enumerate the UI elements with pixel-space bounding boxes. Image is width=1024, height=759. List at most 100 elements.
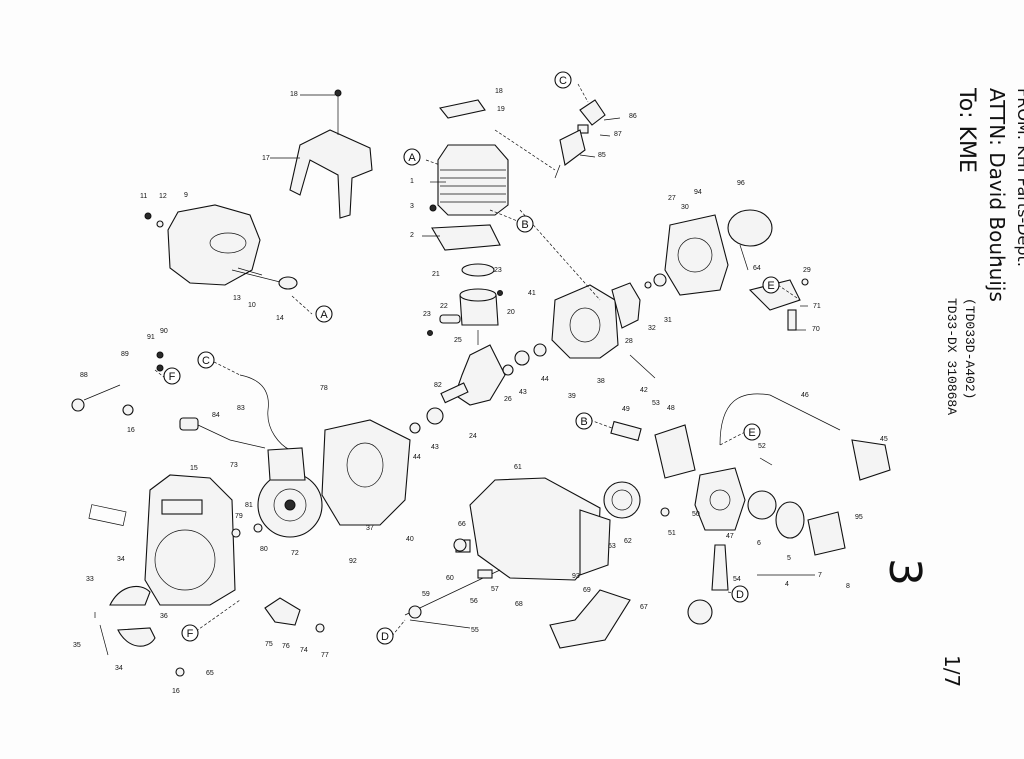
part-callout-31: 31 — [664, 317, 672, 324]
part-callout-60: 60 — [446, 575, 454, 582]
ref-letter-a: A — [315, 305, 333, 323]
part-callout-53: 53 — [652, 400, 660, 407]
part-callout-57: 57 — [491, 586, 499, 593]
part-callout-61: 61 — [514, 464, 522, 471]
part-callout-88: 88 — [80, 372, 88, 379]
part-callout-38: 38 — [597, 378, 605, 385]
part-callout-69: 69 — [583, 587, 591, 594]
part-callout-81: 81 — [245, 502, 253, 509]
piston-assembly — [427, 263, 503, 336]
part-callout-80: 80 — [260, 546, 268, 553]
engine-bracket — [289, 89, 373, 219]
part-callout-25: 25 — [454, 337, 462, 344]
part-callout-48: 48 — [667, 405, 675, 412]
part-callout-71: 71 — [813, 303, 821, 310]
part-callout-89: 89 — [121, 351, 129, 358]
part-callout-26: 26 — [504, 396, 512, 403]
ref-letter-c: C — [554, 71, 572, 89]
part-callout-67: 67 — [640, 604, 648, 611]
part-callout-54: 54 — [733, 576, 741, 583]
part-callout-5: 5 — [787, 555, 791, 562]
air-filter — [603, 481, 641, 519]
fuel-line — [404, 569, 501, 619]
ref-text: D — [381, 631, 389, 643]
part-callout-33: 33 — [86, 576, 94, 583]
part-callout-63: 63 — [608, 543, 616, 550]
crankcase — [551, 282, 641, 359]
dot-mark — [998, 262, 1002, 266]
ref-letter-d: D — [376, 627, 394, 645]
ref-circle — [376, 627, 394, 645]
part-callout-78: 78 — [320, 385, 328, 392]
page-number: 3 — [879, 558, 930, 586]
part-callout-8: 8 — [846, 583, 850, 590]
part-callout-56: 56 — [470, 598, 478, 605]
fax-from: FROM: KHI Parts-Dept. — [1014, 88, 1024, 267]
part-callout-65: 65 — [206, 670, 214, 677]
tank-strap — [549, 589, 631, 649]
part-callout-83: 83 — [237, 405, 245, 412]
part-callout-34: 34 — [117, 556, 125, 563]
part-callout-21: 21 — [432, 271, 440, 278]
part-callout-23: 23 — [494, 267, 502, 274]
part-callout-16: 16 — [172, 688, 180, 695]
part-callout-76: 76 — [282, 643, 290, 650]
ref-circle — [743, 423, 761, 441]
ref-text: F — [187, 628, 194, 640]
part-callout-22: 22 — [440, 303, 448, 310]
part-callout-66: 66 — [458, 521, 466, 528]
throttle-cable — [719, 393, 891, 481]
part-callout-91: 91 — [147, 334, 155, 341]
ref-letter-b: B — [575, 412, 593, 430]
part-callout-29: 29 — [803, 267, 811, 274]
ref-circle — [575, 412, 593, 430]
ref-letter-d: D — [731, 585, 749, 603]
crankcase-half — [321, 419, 411, 526]
model-number: TD33-DX 310868A — [944, 298, 959, 415]
part-callout-20: 20 — [507, 309, 515, 316]
ref-text: D — [736, 589, 744, 601]
part-callout-74: 74 — [300, 647, 308, 654]
air-cleaner — [747, 490, 846, 556]
part-callout-73: 73 — [230, 462, 238, 469]
cylinder-cover — [167, 204, 298, 290]
part-callout-95: 95 — [855, 514, 863, 521]
model-label: TD33-DX 310868A (TD033D-A402) — [944, 298, 977, 415]
part-callout-87: 87 — [614, 131, 622, 138]
ref-text: C — [202, 355, 210, 367]
part-callout-55: 55 — [471, 627, 479, 634]
part-callout-28: 28 — [625, 338, 633, 345]
ref-circle — [516, 215, 534, 233]
recoil-starter — [644, 209, 801, 331]
part-callout-82: 82 — [434, 382, 442, 389]
fasteners — [71, 212, 809, 677]
fuel-tank — [455, 477, 611, 581]
ref-circle — [762, 276, 780, 294]
part-callout-94: 94 — [694, 189, 702, 196]
part-callout-35: 35 — [73, 642, 81, 649]
spark-plug — [554, 99, 606, 179]
part-callout-37: 37 — [366, 525, 374, 532]
ref-text: A — [320, 309, 328, 321]
part-callout-70: 70 — [812, 326, 820, 333]
part-callout-62: 62 — [624, 538, 632, 545]
ignition-lead — [179, 374, 291, 451]
part-callout-59: 59 — [422, 591, 430, 598]
part-callout-11: 11 — [140, 193, 147, 200]
ref-letter-c: C — [197, 351, 215, 369]
part-callout-46: 46 — [801, 392, 809, 399]
starter-pawls — [99, 585, 156, 656]
flywheel — [257, 447, 323, 538]
part-callout-44: 44 — [413, 454, 421, 461]
part-callout-75: 75 — [265, 641, 273, 648]
part-callout-13: 13 — [233, 295, 241, 302]
fax-to: To: KME — [954, 87, 979, 173]
part-callout-6: 6 — [757, 540, 761, 547]
part-callout-16: 16 — [127, 427, 135, 434]
part-callout-18: 18 — [495, 88, 503, 95]
part-callout-86: 86 — [629, 113, 637, 120]
part-callout-40: 40 — [406, 536, 414, 543]
ref-letter-b: B — [516, 215, 534, 233]
